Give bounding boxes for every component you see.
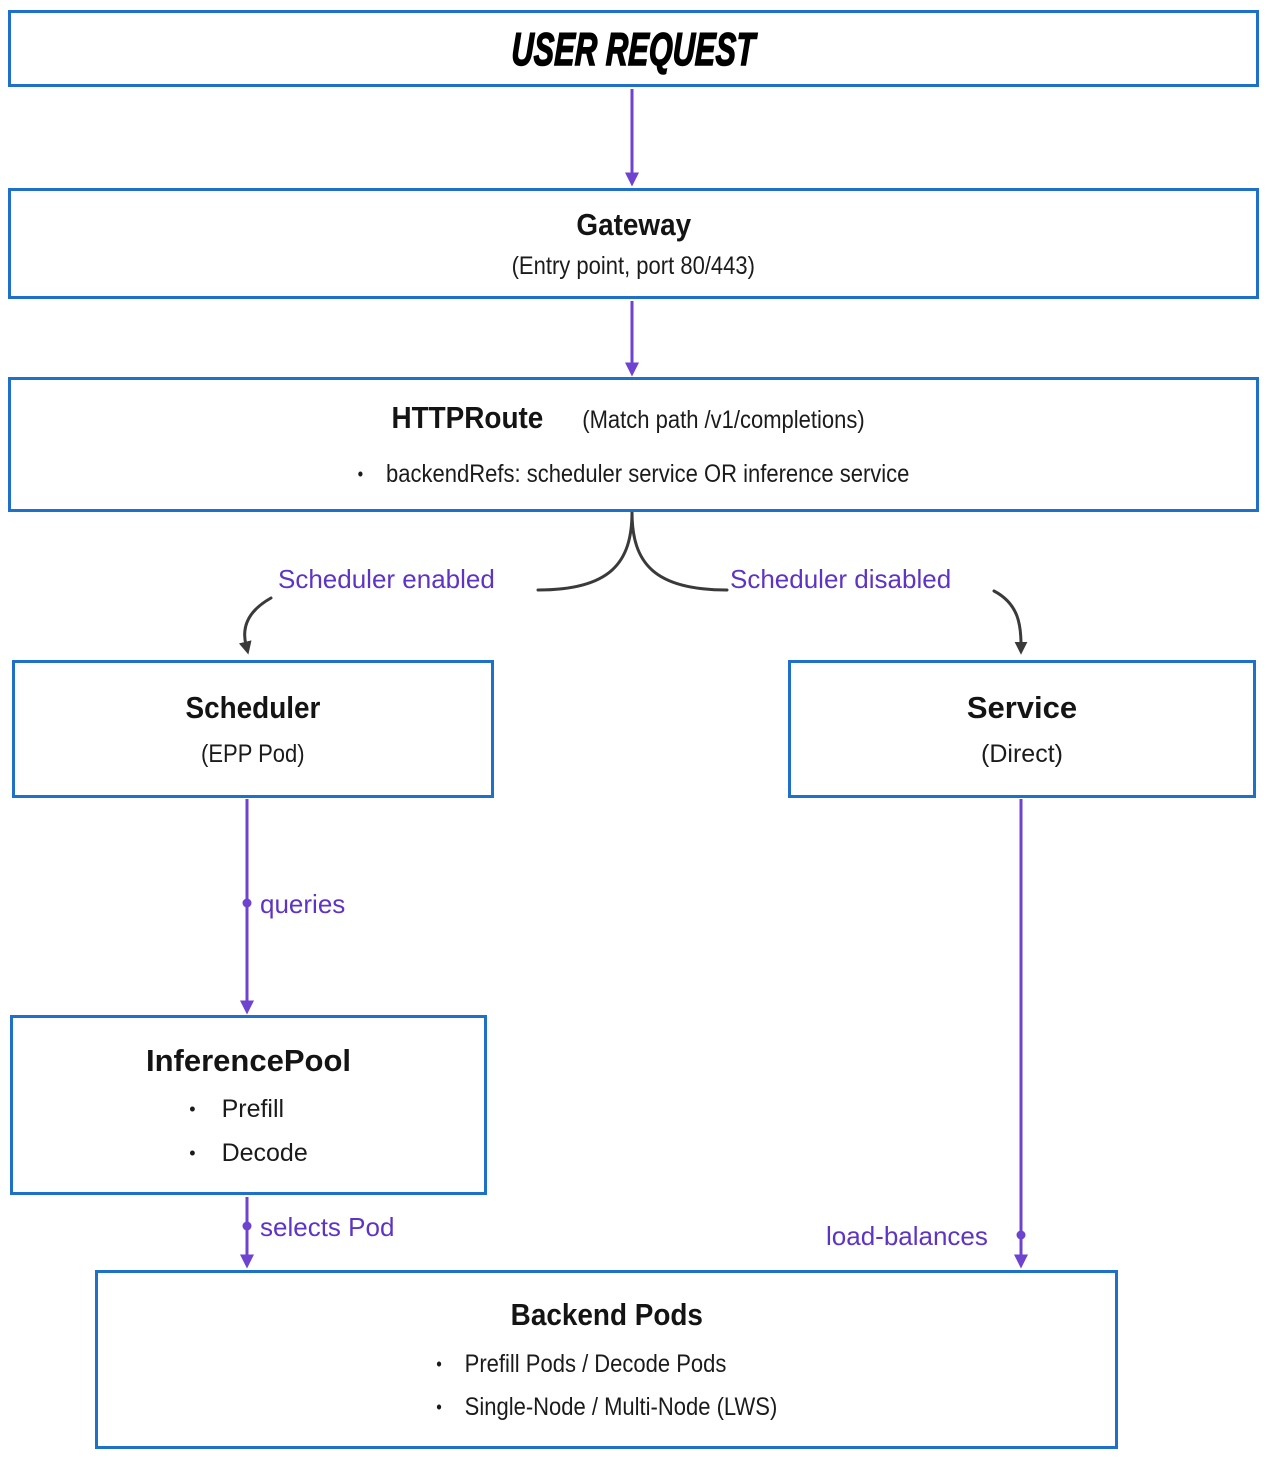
httproute-title-note: (Match path /v1/completions): [582, 406, 866, 435]
backend-pods-bullet: Single-Node / Multi-Node (LWS): [436, 1393, 777, 1423]
service-title: Service: [966, 690, 1078, 726]
selects-pod-anchor-dot: [242, 1221, 252, 1231]
edge-label-load-balances: load-balances: [826, 1221, 988, 1251]
gateway-subtitle: (Entry point, port 80/443): [511, 252, 756, 281]
arrow-enabled-to-scheduler: [238, 596, 273, 655]
node-user-request: USER REQUEST: [8, 10, 1259, 87]
httproute-bullet-list: backendRefs: scheduler service OR infere…: [358, 460, 909, 490]
node-httproute: HTTPRoute (Match path /v1/completions) ba…: [8, 377, 1259, 512]
inference-pool-bullet: Prefill: [189, 1095, 307, 1125]
queries-anchor-dot: [242, 898, 252, 908]
arrow-disabled-to-service: [992, 589, 1028, 655]
inference-pool-bullet-list: Prefill Decode: [189, 1095, 308, 1169]
user-request-title: USER REQUEST: [510, 22, 757, 75]
node-service: Service (Direct): [788, 660, 1256, 798]
httproute-bullet: backendRefs: scheduler service OR infere…: [358, 460, 909, 490]
branch-curve-right: [630, 510, 729, 592]
node-scheduler: Scheduler (EPP Pod): [12, 660, 494, 798]
edge-label-queries: queries: [260, 889, 346, 919]
load-balances-anchor-dot: [1016, 1230, 1026, 1240]
backend-pods-title: Backend Pods: [510, 1297, 703, 1333]
edge-label-selects-pod: selects Pod: [260, 1212, 395, 1242]
scheduler-subtitle: (EPP Pod): [201, 739, 305, 768]
httproute-title-row: HTTPRoute (Match path /v1/completions): [383, 399, 885, 436]
scheduler-title: Scheduler: [185, 690, 321, 726]
inference-pool-bullet: Decode: [189, 1139, 308, 1169]
service-subtitle: (Direct): [981, 739, 1063, 768]
backend-pods-bullet-list: Prefill Pods / Decode Pods Single-Node /…: [436, 1350, 777, 1423]
edge-label-scheduler-disabled: Scheduler disabled: [730, 564, 952, 594]
branch-curve-left: [536, 510, 634, 592]
edge-label-scheduler-enabled: Scheduler enabled: [278, 564, 495, 594]
inference-pool-title: InferencePool: [146, 1042, 351, 1078]
httproute-title: HTTPRoute: [391, 400, 543, 436]
node-backend-pods: Backend Pods Prefill Pods / Decode Pods …: [95, 1270, 1118, 1449]
node-gateway: Gateway (Entry point, port 80/443): [8, 188, 1259, 299]
backend-pods-bullet: Prefill Pods / Decode Pods: [436, 1350, 777, 1380]
node-inference-pool: InferencePool Prefill Decode: [10, 1015, 487, 1195]
gateway-title: Gateway: [576, 206, 691, 242]
